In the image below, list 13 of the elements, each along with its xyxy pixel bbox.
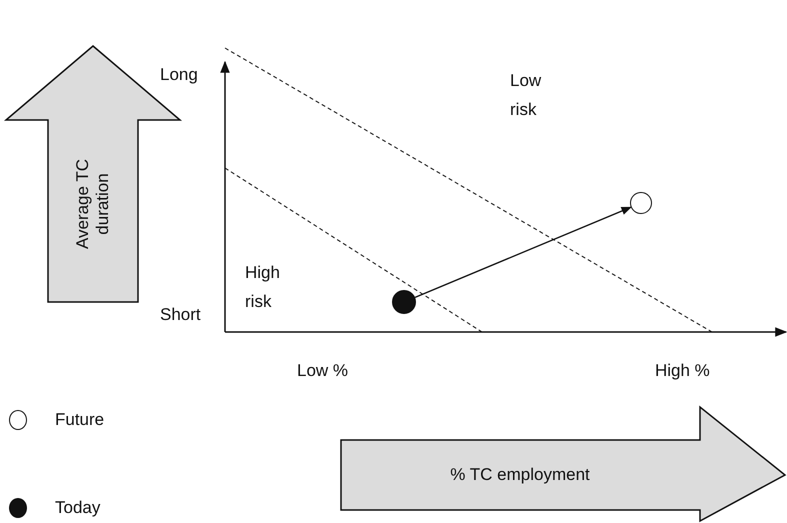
axis-tick-label: Long xyxy=(160,64,198,86)
arrow-label: % TC employment xyxy=(450,465,590,485)
hollow-circle xyxy=(630,192,652,214)
axis-tick-label: Short xyxy=(160,304,201,326)
region-label: High risk xyxy=(245,262,281,313)
legend-label: Today xyxy=(55,498,100,518)
arrow-label: Average TC duration xyxy=(73,158,112,250)
filled-circle xyxy=(392,290,416,314)
region-label: Low risk xyxy=(510,70,542,121)
legend-label: Future xyxy=(55,410,104,430)
arrow xyxy=(414,206,632,298)
axis-tick-label: Low % xyxy=(297,360,348,382)
axis-tick-label: High % xyxy=(655,360,710,382)
